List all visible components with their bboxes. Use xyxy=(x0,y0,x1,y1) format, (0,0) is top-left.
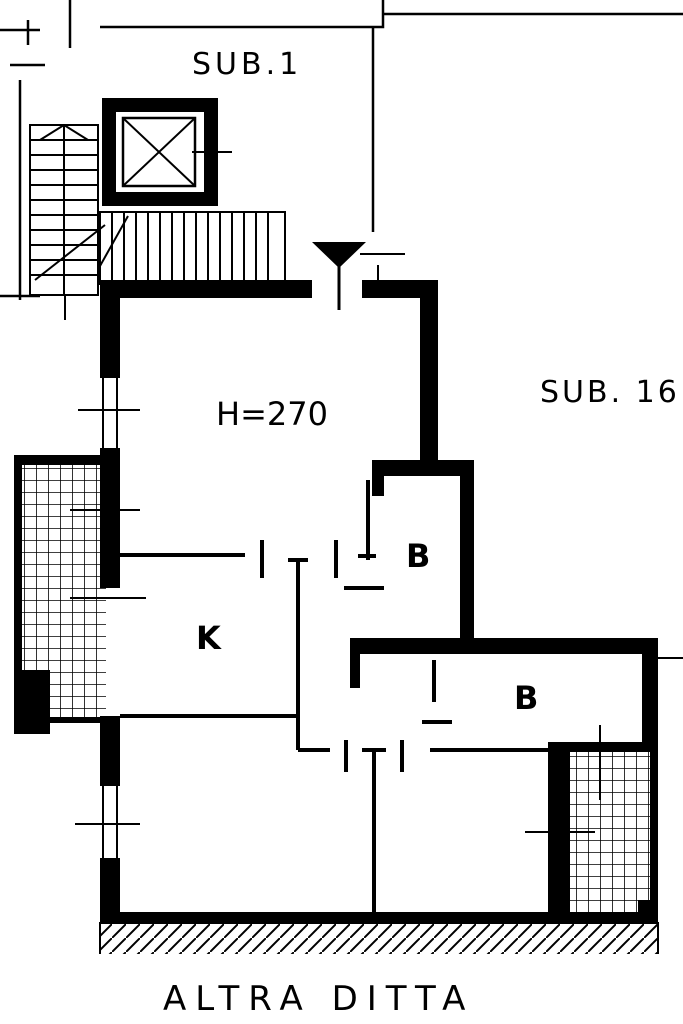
partitions xyxy=(120,480,570,918)
boundary-hatch xyxy=(99,922,659,954)
label-kitchen: K xyxy=(196,619,221,657)
windows xyxy=(70,378,683,858)
staircase xyxy=(29,123,286,320)
label-ceiling-height: H=270 xyxy=(216,395,328,433)
label-bathroom-1: B xyxy=(406,537,431,575)
walls xyxy=(100,280,658,924)
balcony-right xyxy=(525,725,658,922)
label-sub-1: SUB.1 xyxy=(192,47,303,82)
label-neighbour-property: ALTRA DITTA xyxy=(163,979,475,1019)
label-bathroom-2: B xyxy=(514,679,539,717)
entrance-arrow-icon xyxy=(312,242,405,310)
label-sub-16: SUB. 16 xyxy=(540,375,680,410)
elevator-shaft-icon xyxy=(102,98,232,206)
balcony-left xyxy=(14,455,106,734)
top-building-lines xyxy=(0,0,683,300)
